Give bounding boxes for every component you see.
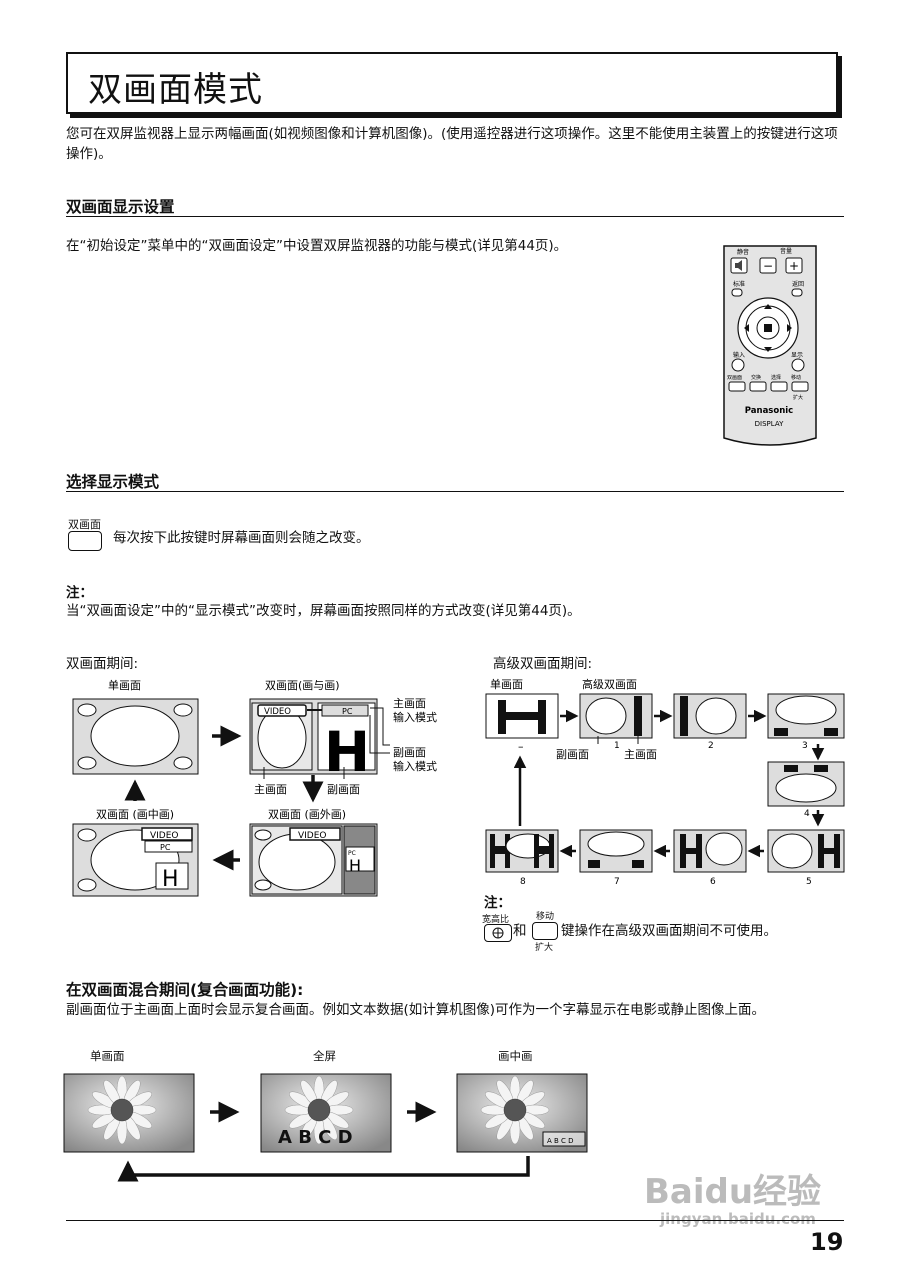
aspect-key-label: 宽高比 xyxy=(482,915,510,925)
adv-n8: 8 xyxy=(520,877,526,887)
remote-select-label: 选择 xyxy=(771,374,781,381)
adv-sub-caption: 副画面 xyxy=(556,748,589,761)
mix-full-caption: 全屏 xyxy=(313,1049,336,1063)
adv-n5: 5 xyxy=(806,877,812,887)
mix-text: 副画面位于主画面上面时会显示复合画面。例如文本数据(如计算机图像)可作为一个字幕… xyxy=(66,1002,766,1018)
dual-heading: 双画面期间: xyxy=(66,656,139,672)
move-key-icon xyxy=(532,922,558,940)
adv-n6: 6 xyxy=(710,877,716,887)
pbp-video-label: VIDEO xyxy=(264,707,291,717)
adv-single-caption: 单画面 xyxy=(490,678,523,691)
remote-mute-label: 静音 xyxy=(737,248,749,256)
adv-n2: 2 xyxy=(708,741,714,751)
mix-flow-diagram: A B C D A B C D xyxy=(63,1073,588,1182)
adv-n4: 4 xyxy=(804,809,810,819)
pop-pc-label: PC xyxy=(348,850,356,857)
watermark-brand: Baidu经验 xyxy=(644,1172,822,1212)
remote-model: DISPLAY xyxy=(755,420,784,428)
intro-text: 您可在双屏监视器上显示两幅画面(如视频图像和计算机图像)。(使用遥控器进行这项操… xyxy=(66,126,838,162)
pbp-main-caption: 主画面 xyxy=(254,783,287,796)
sub-input-label-2: 输入模式 xyxy=(393,759,437,773)
mix-caption-small: A B C D xyxy=(547,1137,574,1145)
remote-display-label: 显示 xyxy=(791,352,803,359)
zoom-key-label: 扩大 xyxy=(535,943,554,953)
pop-h-glyph: H xyxy=(349,856,361,875)
dual-side-by-side-caption: 双画面(画与画) xyxy=(265,679,340,692)
page-title: 双画面模式 xyxy=(88,70,263,110)
adv-n7: 7 xyxy=(614,877,620,887)
dual-key-label: 双画面 xyxy=(68,518,101,531)
remote-dual-label: 双画面 xyxy=(727,375,742,381)
remote-brand: Panasonic xyxy=(745,406,793,416)
aspect-key-icon xyxy=(484,924,512,942)
note-label: 注： xyxy=(66,585,93,601)
mix-pip-caption: 画中画 xyxy=(498,1049,533,1063)
remote-return-label: 返回 xyxy=(792,281,804,288)
section-rule xyxy=(66,216,844,217)
main-input-label-2: 输入模式 xyxy=(393,710,437,724)
mix-caption-big: A B C D xyxy=(278,1127,353,1148)
remote-zoom-label: 扩大 xyxy=(793,394,803,401)
dual-key-icon xyxy=(68,531,102,551)
dual-mode-diagram: 单画面 双画面(画与画) VIDEO PC H 主画面 输入模式 副画面 输入模… xyxy=(72,679,437,897)
page-title-box: 双画面模式 xyxy=(66,52,838,114)
advanced-dual-diagram: 单画面 高级双画面 – 1 2 3 副画面 主画面 4 xyxy=(485,677,845,887)
note-text: 当“双画面设定”中的“显示模式”改变时，屏幕画面按照同样的方式改变(详见第44页… xyxy=(66,603,581,619)
move-key-label: 移动 xyxy=(536,912,555,922)
mix-single-caption: 单画面 xyxy=(90,1049,125,1063)
page-number: 19 xyxy=(810,1228,844,1256)
pip-pc-label: PC xyxy=(160,843,171,852)
pip-video-label: VIDEO xyxy=(150,831,179,841)
and-text: 和 xyxy=(513,923,527,939)
pbp-h-glyph: H xyxy=(324,720,370,784)
remote-control-illustration: 静音 音量 − + 标准 返回 输入 显示 双画面 交换 选择 移动 扩大 Pa… xyxy=(723,245,817,446)
footer-rule xyxy=(66,1220,844,1221)
remote-input-label: 输入 xyxy=(733,351,745,359)
mute-icon xyxy=(735,260,742,271)
main-input-label-1: 主画面 xyxy=(393,697,426,710)
setup-text: 在“初始设定”菜单中的“双画面设定”中设置双屏监视器的功能与模式(详见第44页)… xyxy=(66,238,568,254)
adv-main-caption: 主画面 xyxy=(624,748,657,761)
sub-input-label-1: 副画面 xyxy=(393,746,426,759)
section-heading-mode: 选择显示模式 xyxy=(66,473,160,491)
remote-move-label: 移动 xyxy=(791,374,801,381)
adv-caption: 高级双画面 xyxy=(582,677,637,691)
section-rule xyxy=(66,491,844,492)
remote-plus: + xyxy=(789,259,799,273)
remote-minus: − xyxy=(763,259,773,273)
adv-n1: 1 xyxy=(614,741,620,751)
dual-pop-caption: 双画面 (画外画) xyxy=(268,808,346,821)
pbp-pc-label: PC xyxy=(342,707,353,716)
dual-key-description: 每次按下此按键时屏幕画面则会随之改变。 xyxy=(113,530,370,546)
advanced-note-label: 注： xyxy=(484,895,511,911)
mix-heading: 在双画面混合期间(复合画面功能): xyxy=(66,981,304,999)
pip-h-glyph: H xyxy=(162,867,179,892)
pbp-sub-caption: 副画面 xyxy=(327,783,360,796)
adv-dash: – xyxy=(518,740,524,753)
watermark-url: jingyan.baidu.com xyxy=(660,1210,816,1228)
section-heading-setup: 双画面显示设置 xyxy=(66,198,175,216)
remote-swap-label: 交换 xyxy=(751,374,761,381)
dual-pip-caption: 双画面 (画中画) xyxy=(96,808,174,821)
adv-n3: 3 xyxy=(802,741,808,751)
remote-volume-label: 音量 xyxy=(780,247,792,255)
dual-single-caption: 单画面 xyxy=(108,679,141,692)
pop-video-label: VIDEO xyxy=(298,831,327,841)
remote-normal-label: 标准 xyxy=(733,280,745,288)
advanced-heading: 高级双画面期间: xyxy=(493,656,593,672)
advanced-note-text: 键操作在高级双画面期间不可使用。 xyxy=(561,923,777,939)
